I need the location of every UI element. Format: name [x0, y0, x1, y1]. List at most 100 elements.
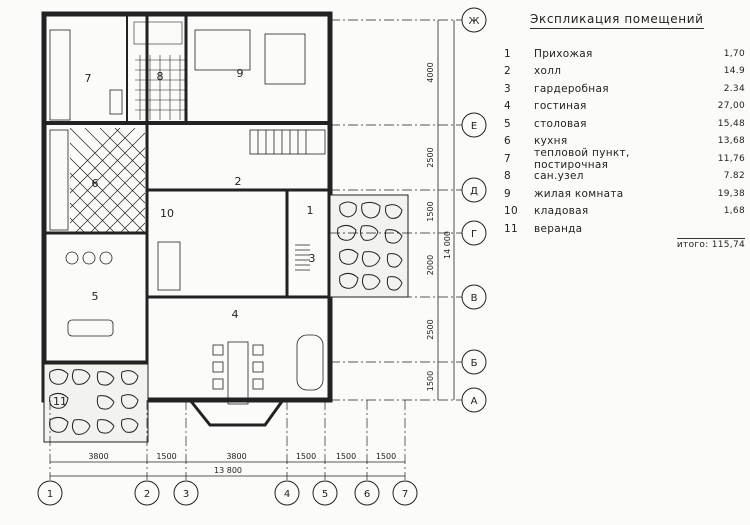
- axis-number: 5: [322, 489, 328, 500]
- axis-number: 2: [144, 489, 150, 500]
- axis-number: 6: [364, 489, 370, 500]
- horizontal-dimension: 1500: [156, 452, 176, 461]
- room-schedule-row: 4 гостиная 27,00: [500, 98, 745, 116]
- axis-marker-circle: [37, 480, 63, 506]
- room-label: 8: [157, 70, 164, 83]
- room-label: 2: [235, 175, 242, 188]
- axis-letter: Ж: [469, 16, 480, 27]
- axis-marker-circle: [461, 7, 487, 33]
- axis-marker-circle: [461, 220, 487, 246]
- room-number: 3: [504, 82, 511, 95]
- room-label: 6: [92, 177, 99, 190]
- vertical-dimension: 2000: [426, 255, 435, 275]
- room-label: 10: [160, 207, 174, 220]
- room-schedule-total: итого: 115,74: [500, 237, 745, 250]
- room-name: гардеробная: [534, 82, 609, 95]
- axis-number: 1: [47, 489, 53, 500]
- vertical-dimension: 2500: [426, 319, 435, 339]
- total-area: итого: 115,74: [676, 237, 745, 250]
- vertical-dimension: 1500: [426, 371, 435, 391]
- room-number: 7: [504, 152, 511, 165]
- vertical-dimension: 4000: [426, 62, 435, 82]
- axis-letter: Е: [471, 121, 477, 132]
- room-name: столовая: [534, 117, 587, 130]
- axis-number: 3: [183, 489, 189, 500]
- stone-veranda: [329, 194, 409, 298]
- room-name: веранда: [534, 222, 583, 235]
- room-number: 1: [504, 47, 511, 60]
- stone-veranda-11: [43, 363, 149, 443]
- room-label: 7: [85, 72, 92, 85]
- room-area: 14.9: [723, 66, 745, 77]
- dimension-lines: [50, 20, 455, 477]
- axis-marker-circle: [461, 284, 487, 310]
- room-number: 4: [504, 100, 511, 113]
- room-area: 27,00: [717, 101, 745, 112]
- axis-letter: А: [471, 396, 478, 407]
- room-schedule-row: 3 гардеробная 2.34: [500, 80, 745, 98]
- room-schedule-row: 6 кухня 13,68: [500, 133, 745, 151]
- room-label: 1: [307, 204, 314, 217]
- room-number: 9: [504, 187, 511, 200]
- room-label: 9: [237, 67, 244, 80]
- axis-number: 7: [402, 489, 408, 500]
- room-label: 5: [92, 290, 99, 303]
- room-schedule-row: 2 холл 14.9: [500, 63, 745, 81]
- room-label: 11: [53, 395, 67, 408]
- axis-letter: Д: [470, 186, 478, 197]
- horizontal-dimension: 3800: [88, 452, 108, 461]
- axis-marker-circle: [312, 480, 338, 506]
- grid-axis-lines: [49, 19, 462, 480]
- room-schedule-row: 8 сан.узел 7.82: [500, 168, 745, 186]
- room-name: кладовая: [534, 205, 589, 218]
- room-area: 1,70: [723, 48, 745, 59]
- horizontal-total-dimension: 13 800: [214, 466, 242, 475]
- room-number: 6: [504, 135, 511, 148]
- room-area: 7.82: [723, 171, 745, 182]
- axis-marker-circle: [274, 480, 300, 506]
- room-name: кухня: [534, 135, 568, 148]
- axis-letter: Б: [471, 358, 478, 369]
- room-area: 13,68: [717, 136, 745, 147]
- staircase: [249, 129, 326, 271]
- axis-marker-circle: [461, 112, 487, 138]
- room-schedule-row: 7 тепловой пункт, постирочная 11,76: [500, 146, 745, 171]
- room-name: гостиная: [534, 100, 587, 113]
- axis-number: 4: [284, 489, 290, 500]
- room-name: холл: [534, 65, 562, 78]
- horizontal-dimension: 1500: [296, 452, 316, 461]
- room-name: тепловой пункт, постирочная: [534, 146, 630, 171]
- room-name: жилая комната: [534, 187, 624, 200]
- room-number: 2: [504, 65, 511, 78]
- room-number: 5: [504, 117, 511, 130]
- room-label: 3: [309, 252, 316, 265]
- horizontal-dimension: 3800: [226, 452, 246, 461]
- horizontal-dimension: 1500: [376, 452, 396, 461]
- room-name: сан.узел: [534, 170, 584, 183]
- room-area: 11,76: [717, 153, 745, 164]
- room-area: 2.34: [723, 83, 745, 94]
- room-schedule-row: 9 жилая комната 19,38: [500, 185, 745, 203]
- room-area: 1,68: [723, 206, 745, 217]
- vertical-dimension: 2500: [426, 147, 435, 167]
- room-number: 8: [504, 170, 511, 183]
- room-schedule-title: Экспликация помещений: [530, 12, 704, 29]
- axis-marker-circle: [354, 480, 380, 506]
- furniture: [49, 29, 324, 427]
- vertical-dimension: 1500: [426, 201, 435, 221]
- axis-marker-circle: [461, 387, 487, 413]
- vertical-total-dimension: 14 000: [443, 231, 452, 259]
- axis-letter: В: [471, 293, 478, 304]
- room-area: 19,38: [717, 188, 745, 199]
- kitchen-tile-floor: [70, 128, 145, 233]
- bathroom-tile-floor: [133, 21, 185, 120]
- axis-marker-circle: [392, 480, 418, 506]
